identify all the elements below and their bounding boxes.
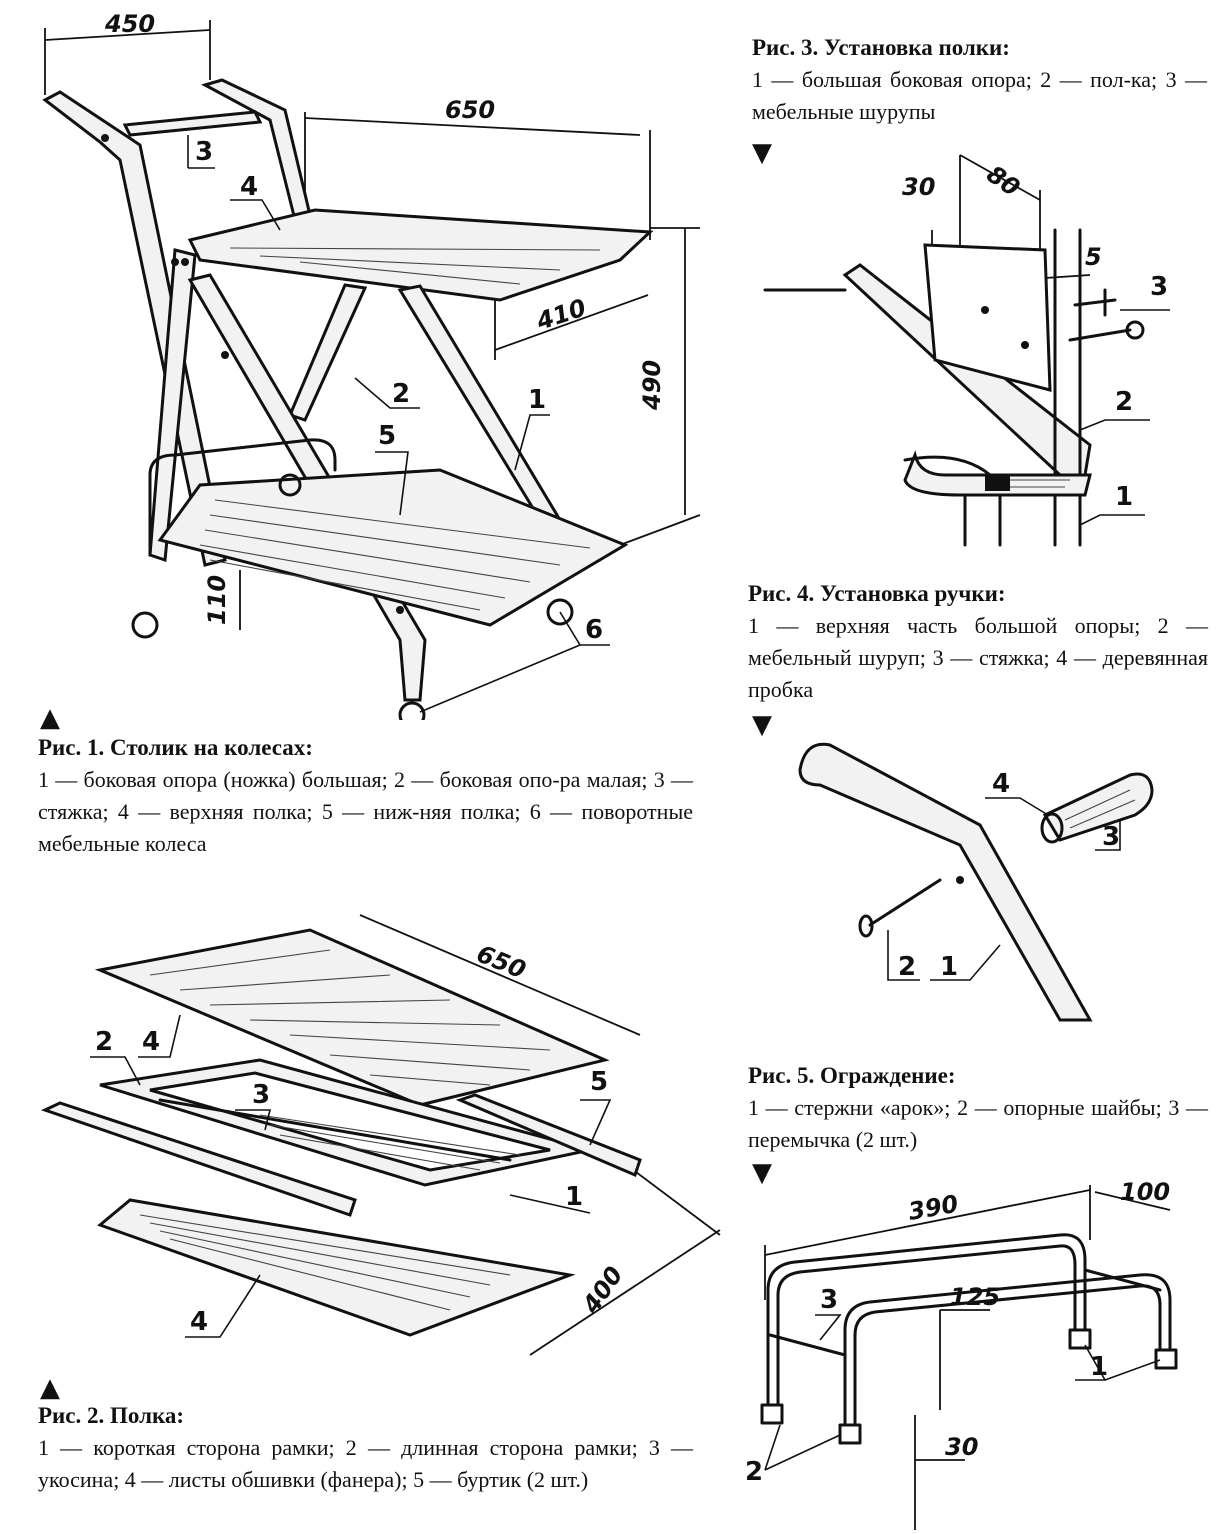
fig3-dim-80: 80 xyxy=(982,160,1025,202)
fig1-text: 1 — боковая опора (ножка) большая; 2 — б… xyxy=(38,767,693,856)
lip-strip-left xyxy=(41,1101,357,1217)
furniture-screw xyxy=(868,878,942,927)
dim-line-100 xyxy=(1094,1191,1171,1211)
wheel-1 xyxy=(131,611,159,639)
fig3-label-2: 2 xyxy=(1115,387,1133,417)
fig3-dim-5: 5 xyxy=(1085,243,1102,271)
figure-5-guard: 390 100 125 30 3 1 2 xyxy=(745,1180,1178,1530)
dim-line-400 xyxy=(529,1229,721,1356)
plywood-sheet-bottom xyxy=(97,1198,576,1337)
bottom-shelf xyxy=(157,468,629,627)
dim-450: 450 xyxy=(104,10,155,38)
fig4-caption: Рис. 4. Установка ручки: 1 — верхняя час… xyxy=(748,578,1208,706)
fig2-label-1: 1 xyxy=(565,1182,583,1212)
support-washer-4 xyxy=(1154,1348,1178,1370)
fig5-dim-100: 100 xyxy=(1120,1180,1170,1206)
figure-2-shelf: 650 400 2 4 3 5 1 4 xyxy=(41,914,721,1356)
fig5-dim-125: 125 xyxy=(950,1283,1000,1311)
screw-2 xyxy=(1068,328,1132,342)
dim-line-650 xyxy=(359,914,641,1036)
fig3-text: 1 — большая боковая опора; 2 — пол-ка; 3… xyxy=(752,67,1207,124)
dim-line-650 xyxy=(304,117,641,136)
fig5-dim-390: 390 xyxy=(906,1190,960,1226)
wheel-4 xyxy=(278,473,302,497)
figure-3-shelf-mount: 30 80 5 3 2 1 xyxy=(763,154,1170,547)
fig4-label-2: 2 xyxy=(898,952,916,982)
triangle-down-marker: ▼ xyxy=(752,710,772,740)
dim-410: 410 xyxy=(532,294,589,336)
fig1-label-5: 5 xyxy=(378,421,396,451)
triangle-up-marker: ▲ xyxy=(40,703,60,733)
arch-rod-back xyxy=(766,1233,1087,1407)
fig4-label-4: 4 xyxy=(992,769,1010,799)
figure-4-handle-mount: 4 3 2 1 xyxy=(798,742,1154,1022)
triangle-up-marker: ▲ xyxy=(40,1373,60,1403)
fig2-dim-650: 650 xyxy=(473,940,530,985)
fig2-label-3: 3 xyxy=(252,1080,270,1110)
fig5-caption: Рис. 5. Ограждение: 1 — стержни «арок»; … xyxy=(748,1060,1208,1156)
plywood-sheet-top xyxy=(94,928,610,1107)
fig1-label-2: 2 xyxy=(392,379,410,409)
fig2-dim-400: 400 xyxy=(576,1261,628,1319)
dim-line-410 xyxy=(494,294,649,351)
top-shelf xyxy=(187,208,654,302)
support-washer-1 xyxy=(760,1403,784,1425)
dim-110: 110 xyxy=(203,575,231,625)
fig3-label-3: 3 xyxy=(1150,272,1168,302)
fig1-label-1: 1 xyxy=(528,385,546,415)
fig5-title: Рис. 5. Ограждение: xyxy=(748,1063,956,1088)
crossbar xyxy=(768,1268,1162,1357)
fig5-label-1: 1 xyxy=(1090,1352,1108,1382)
dim-line-80 xyxy=(959,154,1041,201)
fig3-caption: Рис. 3. Установка полки: 1 — большая бок… xyxy=(752,32,1207,128)
fig2-label-4-bottom: 4 xyxy=(190,1307,208,1337)
fig1-label-6: 6 xyxy=(585,615,603,645)
arch-rod-front xyxy=(843,1273,1172,1427)
fig2-caption: Рис. 2. Полка: 1 — короткая сторона рамк… xyxy=(38,1400,693,1496)
fig4-label-3: 3 xyxy=(1102,822,1120,852)
dim-line-450 xyxy=(44,29,211,41)
fig1-caption: Рис. 1. Столик на колесах: 1 — боковая о… xyxy=(38,732,693,860)
triangle-down-marker: ▼ xyxy=(752,1158,772,1188)
upper-part-of-large-support xyxy=(798,742,1093,1022)
brace xyxy=(158,1098,512,1162)
support-washer-3 xyxy=(1068,1328,1092,1350)
fig2-label-4-top: 4 xyxy=(142,1027,160,1057)
dim-490: 490 xyxy=(638,360,666,411)
fig3-label-1: 1 xyxy=(1115,482,1133,512)
lip-strip-right xyxy=(455,1093,642,1178)
fig4-label-1: 1 xyxy=(940,952,958,982)
fig4-text: 1 — верхняя часть большой опоры; 2 — меб… xyxy=(748,613,1208,702)
fig3-dim-30: 30 xyxy=(902,173,935,201)
small-side-support xyxy=(287,283,368,422)
fig2-title: Рис. 2. Полка: xyxy=(38,1403,185,1428)
triangle-down-marker: ▼ xyxy=(752,138,772,168)
dim-650: 650 xyxy=(445,96,495,124)
wheel-3 xyxy=(546,598,574,626)
dim-line-390 xyxy=(764,1189,1091,1256)
fig1-title: Рис. 1. Столик на колесах: xyxy=(38,735,313,760)
fig5-label-3: 3 xyxy=(820,1285,838,1315)
support-washer-2 xyxy=(838,1423,862,1445)
fig5-label-2: 2 xyxy=(745,1457,763,1487)
fig2-label-5: 5 xyxy=(590,1067,608,1097)
tie-bar xyxy=(122,110,263,137)
wooden-plug xyxy=(1042,772,1154,842)
plate xyxy=(923,243,1052,392)
fig2-text: 1 — короткая сторона рамки; 2 — длинная … xyxy=(38,1435,693,1492)
fig3-title: Рис. 3. Установка полки: xyxy=(752,35,1010,60)
guard-arch xyxy=(148,438,337,557)
fig1-label-3: 3 xyxy=(195,137,213,167)
wheel-2 xyxy=(398,701,426,720)
fig4-title: Рис. 4. Установка ручки: xyxy=(748,581,1006,606)
fig2-label-2: 2 xyxy=(95,1027,113,1057)
figure-1-cart: 450 650 490 410 110 3 4 2 5 1 6 xyxy=(42,10,701,720)
screw-1 xyxy=(1073,288,1117,317)
fig5-dim-30: 30 xyxy=(945,1433,978,1461)
fig5-text: 1 — стержни «арок»; 2 — опорные шайбы; 3… xyxy=(748,1095,1208,1152)
fig1-label-4: 4 xyxy=(240,172,258,202)
